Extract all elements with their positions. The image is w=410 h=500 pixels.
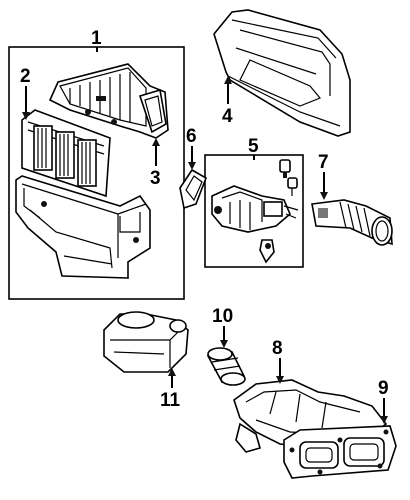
air-cleaner-cover <box>48 63 169 139</box>
callout-7: 7 <box>318 152 329 173</box>
resonator-box <box>103 311 189 373</box>
intake-hose <box>311 199 393 246</box>
callout-11: 11 <box>160 390 181 411</box>
callout-9: 9 <box>378 378 389 399</box>
sensor-plugs <box>279 159 298 196</box>
intake-duct-shield <box>213 9 351 137</box>
callout-3: 3 <box>150 168 161 189</box>
gasket-plate <box>179 168 207 210</box>
callout-6: 6 <box>186 126 197 147</box>
coupler-hose <box>206 347 246 386</box>
callout-1: 1 <box>91 28 102 49</box>
air-filter-element <box>21 109 111 198</box>
duct-flange-gasket <box>283 425 397 479</box>
callout-10: 10 <box>212 306 233 327</box>
assembly-box-1 <box>8 46 185 300</box>
assembly-box-5 <box>204 154 304 268</box>
callout-4: 4 <box>222 106 233 127</box>
callout-8: 8 <box>272 338 283 359</box>
resonator-valve <box>211 185 299 233</box>
air-cleaner-lower-housing <box>15 175 151 279</box>
callout-5: 5 <box>248 136 259 157</box>
fastener-clip <box>259 239 275 264</box>
callout-2: 2 <box>20 66 31 87</box>
